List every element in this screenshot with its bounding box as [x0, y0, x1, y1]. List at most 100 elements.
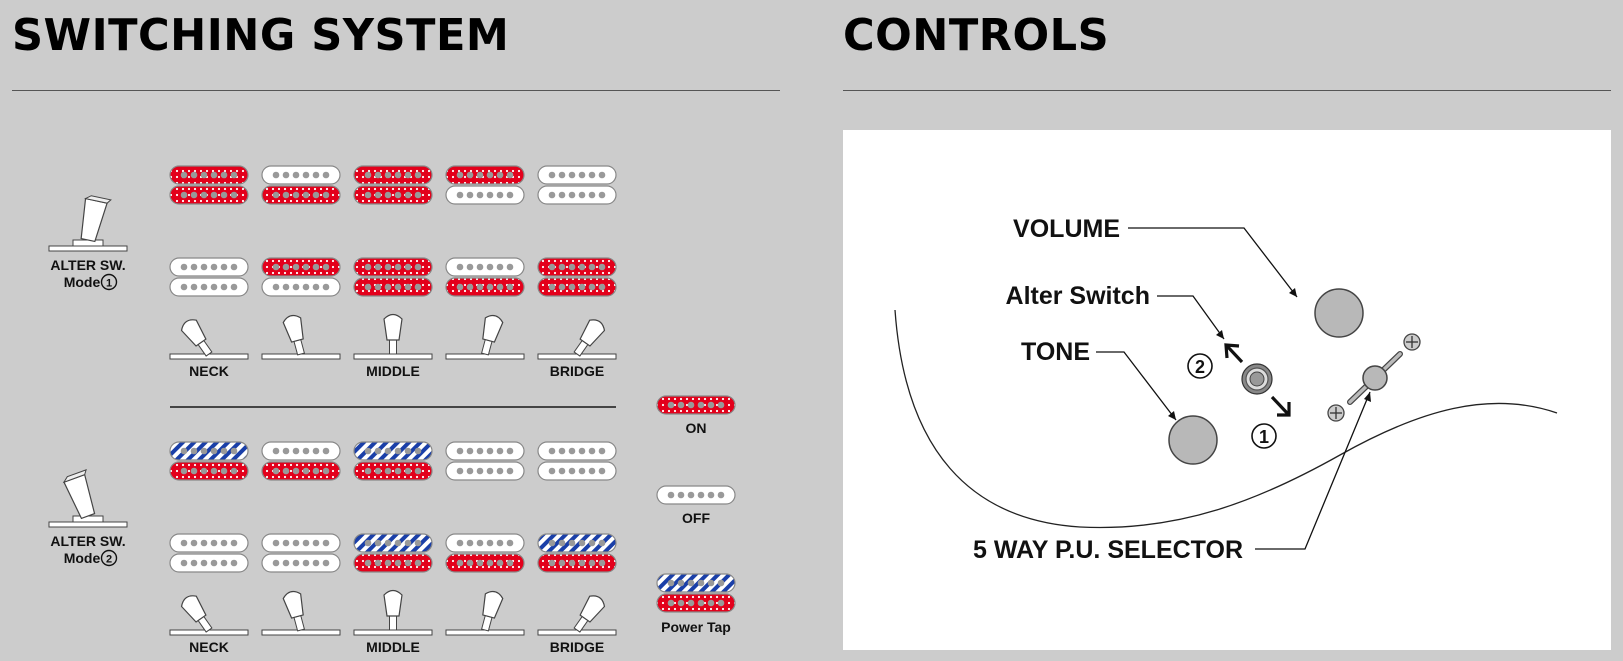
humbucker-pickup: [261, 533, 341, 573]
pickup-coil-bottom: [537, 553, 617, 573]
controls-diagram: 2 1 VOLUME Alter Switch: [894, 215, 1558, 564]
pickup-row-1: [169, 165, 617, 205]
controls-title: CONTROLS: [843, 10, 1110, 61]
legend-label: ON: [686, 420, 707, 436]
humbucker-pickup: [169, 257, 249, 297]
pickup-coil-bottom: [169, 277, 249, 297]
pickup-row-2: [169, 533, 617, 573]
humbucker-pickup: [537, 165, 617, 205]
pickup-coil-bottom: [353, 277, 433, 297]
pickup-coil-top: [261, 533, 341, 553]
alter-switch-toggle-icon: [48, 469, 128, 528]
pickup-coil-bottom: [169, 185, 249, 205]
selector-position-icon: [537, 595, 617, 636]
pickup-coil-top: [353, 165, 433, 185]
position-label: BRIDGE: [550, 639, 604, 655]
humbucker-pickup: [353, 441, 433, 481]
pickup-coil-bottom: [261, 553, 341, 573]
pickup-coil-top: [169, 257, 249, 277]
pickup-selector: [1327, 333, 1421, 422]
legend-item-tap: Power Tap: [656, 573, 736, 635]
legend-coil-on: [656, 395, 736, 415]
legend-item-off: OFF: [656, 485, 736, 526]
legend-label: OFF: [682, 510, 710, 526]
humbucker-pickup: [537, 533, 617, 573]
alter-switch-arrow-1: [1270, 395, 1291, 417]
selector-position-icon: [445, 590, 525, 636]
selector-position-icon: [261, 314, 341, 360]
humbucker-pickup: [353, 533, 433, 573]
legend-coil-tap: [656, 573, 736, 593]
pickup-coil-top: [169, 441, 249, 461]
controls-diagram-panel: 2 1 VOLUME Alter Switch: [843, 130, 1611, 650]
position-1-label: 1: [1259, 427, 1269, 447]
screw-icon: [1403, 333, 1421, 351]
pickup-coil-top: [261, 441, 341, 461]
selector-position-icon: [353, 589, 433, 636]
pickup-coil-top: [445, 441, 525, 461]
selector-leader: [1255, 391, 1371, 550]
selector-position-icon: [169, 319, 249, 360]
pickup-coil-bottom: [169, 553, 249, 573]
pickup-coil-bottom: [261, 461, 341, 481]
pickup-coil-bottom: [445, 277, 525, 297]
humbucker-pickup: [445, 165, 525, 205]
pickup-coil-top: [353, 533, 433, 553]
tone-label: TONE: [1021, 338, 1090, 366]
position-2-label: 2: [1195, 357, 1205, 377]
pickup-row-1: [169, 441, 617, 481]
pickup-coil-bottom: [261, 277, 341, 297]
humbucker-pickup: [445, 533, 525, 573]
pickup-coil-top: [353, 257, 433, 277]
screw-icon: [1327, 404, 1345, 422]
pickup-coil-top: [445, 533, 525, 553]
pickup-coil-top: [261, 257, 341, 277]
humbucker-pickup: [537, 257, 617, 297]
pickup-coil-top: [445, 165, 525, 185]
mode-label-line2: Mode: [64, 274, 101, 290]
alter-switch: [1241, 363, 1273, 395]
legend: ON OFF Power Tap: [656, 395, 736, 635]
alter-switch-leader: [1157, 295, 1225, 340]
humbucker-pickup: [537, 441, 617, 481]
selector-label: 5 WAY P.U. SELECTOR: [973, 536, 1243, 564]
controls-divider: [843, 90, 1611, 91]
pickup-coil-bottom: [537, 461, 617, 481]
selector-position-icon: [445, 314, 525, 360]
pickup-coil-bottom: [445, 185, 525, 205]
mode-number: 2: [106, 554, 112, 566]
humbucker-pickup: [169, 165, 249, 205]
humbucker-pickup: [261, 441, 341, 481]
volume-label: VOLUME: [1013, 215, 1120, 243]
switching-system-title: SWITCHING SYSTEM: [12, 10, 510, 61]
pickup-coil-top: [537, 165, 617, 185]
pickup-coil-top: [169, 533, 249, 553]
pickup-coil-top: [353, 441, 433, 461]
pickup-coil-bottom: [445, 461, 525, 481]
pickup-coil-top: [445, 257, 525, 277]
humbucker-pickup: [353, 165, 433, 205]
tone-leader: [1096, 351, 1177, 421]
pickup-coil-bottom: [261, 185, 341, 205]
position-label: BRIDGE: [550, 363, 604, 379]
position-2-marker: 2: [1187, 353, 1213, 379]
humbucker-pickup: [261, 165, 341, 205]
alter-switch-toggle-icon: [48, 195, 128, 252]
mode-number-badge: 1: [100, 273, 118, 291]
selector-position-icon: [169, 595, 249, 636]
legend-coil-on: [656, 593, 736, 613]
position-label: NECK: [189, 363, 229, 379]
mode-number: 1: [106, 278, 112, 290]
position-label: NECK: [189, 639, 229, 655]
pickup-coil-bottom: [537, 185, 617, 205]
pickup-coil-top: [261, 165, 341, 185]
selector-position-icon: [261, 590, 341, 636]
position-label: MIDDLE: [366, 639, 420, 655]
pickup-coil-top: [537, 257, 617, 277]
position-label: MIDDLE: [366, 363, 420, 379]
pickup-coil-top: [169, 165, 249, 185]
selector-position-icon: [537, 319, 617, 360]
